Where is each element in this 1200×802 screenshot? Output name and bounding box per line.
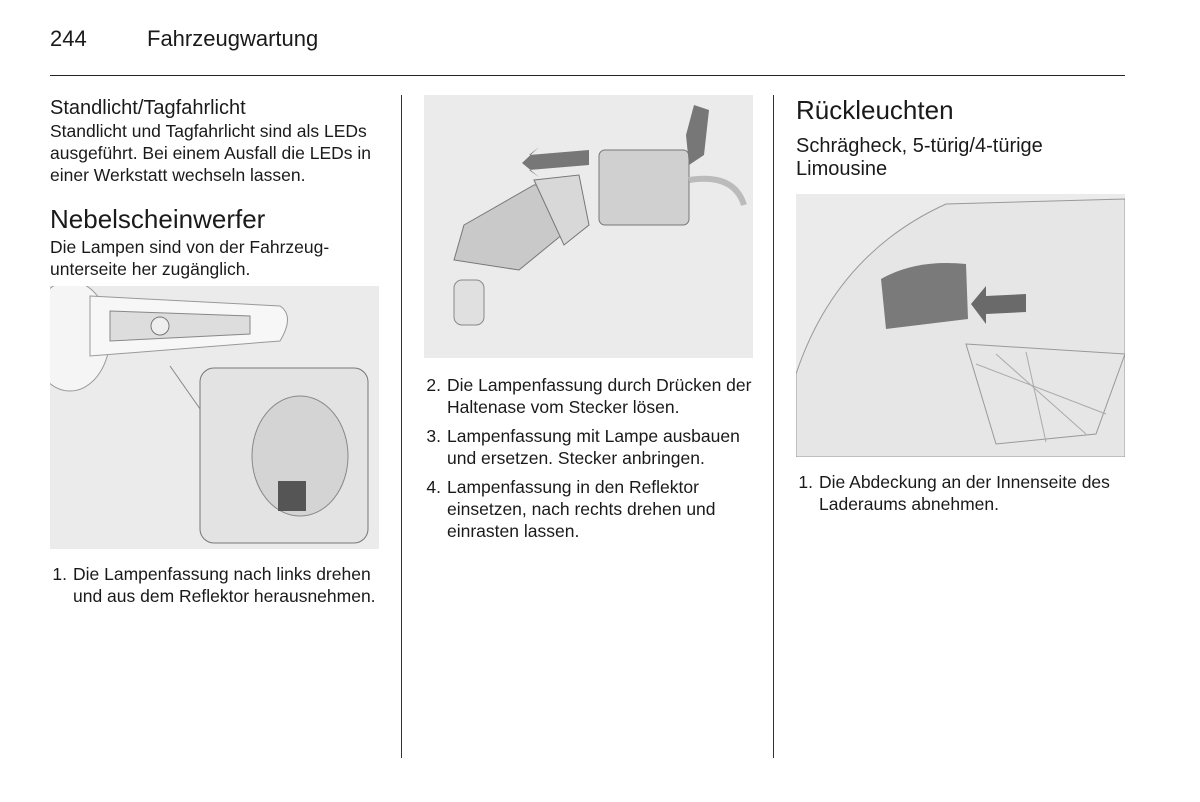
lamp-connector-illustration [424, 95, 753, 358]
step-list: 1.Die Abdeckung an der Innenseite des La… [796, 471, 1126, 515]
column-3: Rückleuchten Schrägheck, 5-türig/4-türig… [796, 95, 1126, 522]
step-list: 2.Die Lampenfassung durch Drücken der Ha… [424, 374, 754, 542]
column-divider [773, 95, 774, 758]
page-header: 244 Fahrzeugwartung [50, 26, 318, 52]
column-1: Standlicht/Tagfahrlicht Standlicht und T… [50, 95, 380, 614]
list-item: 2.Die Lampenfassung durch Drücken der Ha… [426, 375, 752, 417]
step-list: 1.Die Lampenfassung nach links drehen un… [50, 563, 380, 607]
paragraph: Die Lampen sind von der Fahrzeug­unterse… [50, 237, 330, 279]
paragraph: Standlicht und Tagfahrlicht sind als LED… [50, 121, 372, 185]
header-rule [50, 75, 1125, 76]
sub-heading: Schrägheck, 5-türig/4-türige Limousine [796, 135, 1043, 180]
list-item: 4.Lampenfassung in den Reflektor einsetz… [426, 477, 716, 541]
fog-lamp-illustration [50, 286, 379, 549]
page-number: 244 [50, 26, 87, 51]
section-heading: Nebelscheinwerfer [50, 204, 266, 234]
list-item: 1.Die Abdeckung an der Innenseite des La… [798, 472, 1110, 514]
trunk-cover-illustration [796, 194, 1125, 457]
chapter-title: Fahrzeugwartung [147, 26, 319, 51]
section-heading: Standlicht/Tagfahrlicht [50, 97, 246, 119]
list-item: 1.Die Lampenfassung nach links drehen un… [52, 564, 376, 606]
list-item: 3.Lampenfassung mit Lampe aus­bauen und … [426, 426, 740, 468]
column-divider [401, 95, 402, 758]
section-heading: Rückleuchten [796, 95, 954, 125]
column-2: 2.Die Lampenfassung durch Drücken der Ha… [424, 95, 754, 549]
